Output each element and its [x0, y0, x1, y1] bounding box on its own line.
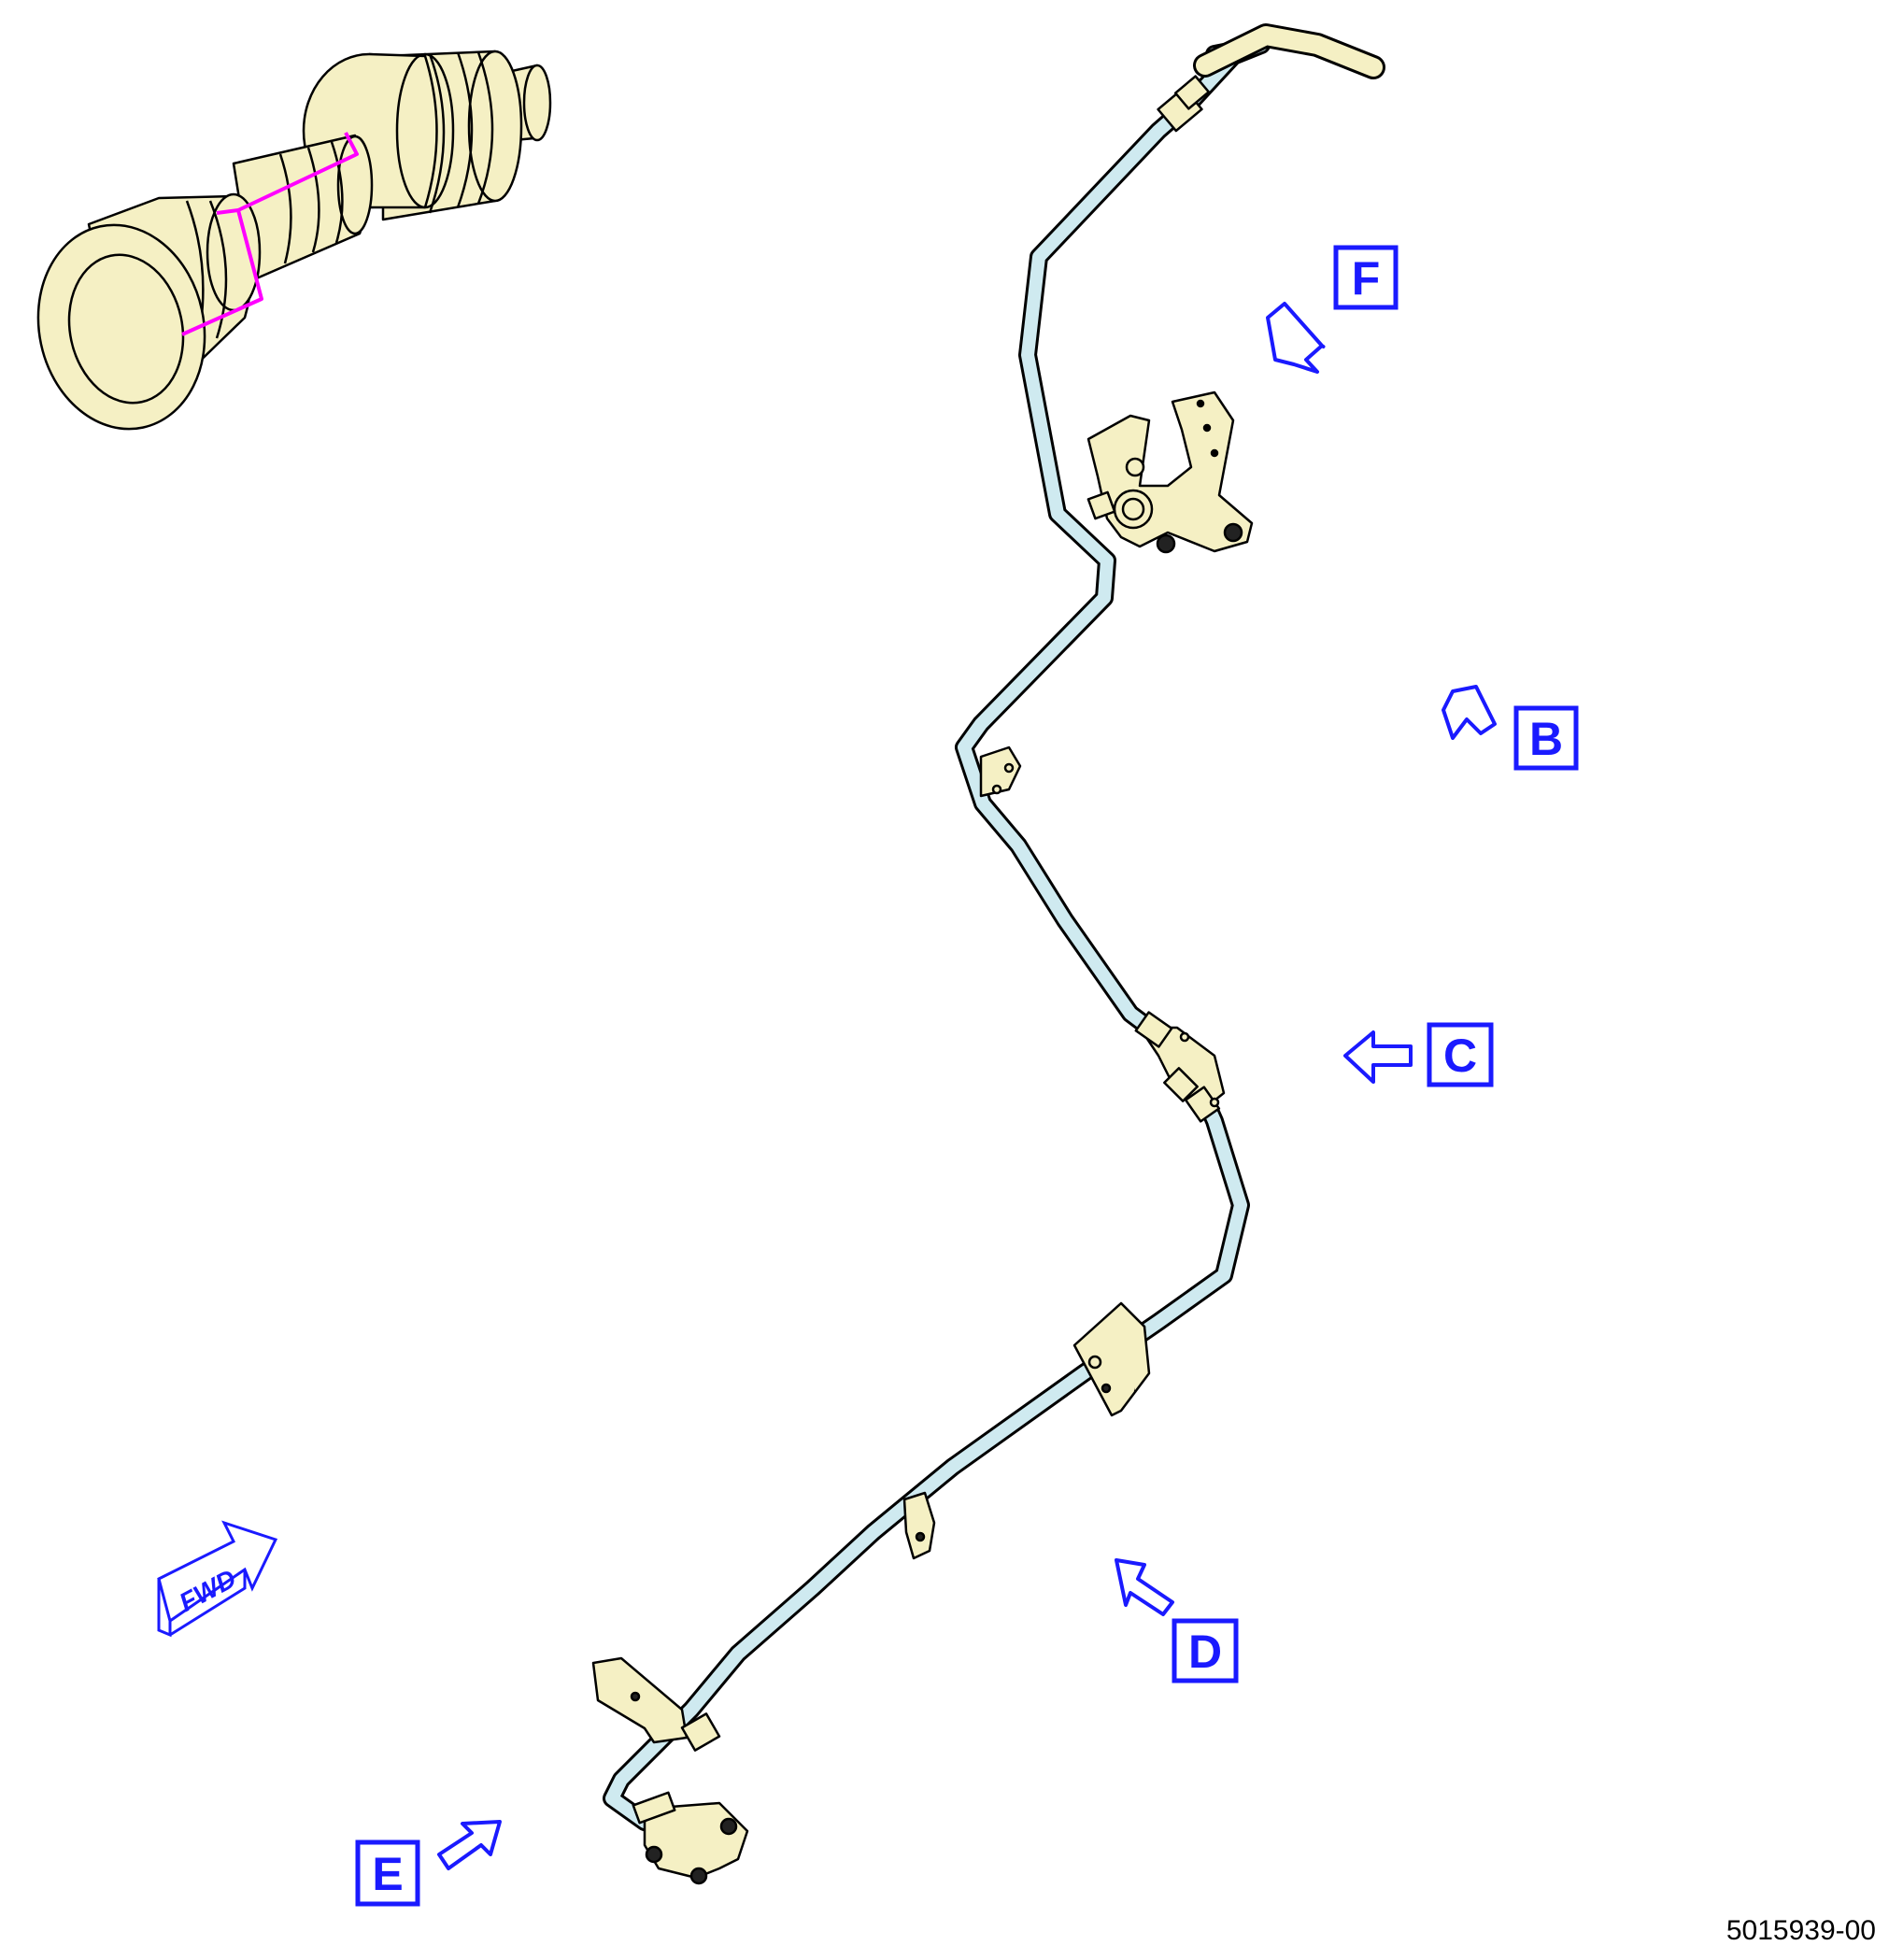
view-label-b: B	[1513, 705, 1579, 771]
upper-mount-bracket	[1087, 391, 1254, 554]
document-number: 5015939-00	[1726, 1915, 1876, 1946]
tube-bracket-lower-large	[1072, 1301, 1151, 1417]
tube-bracket-lower-small	[902, 1491, 936, 1560]
tube-outline	[603, 36, 1271, 1845]
view-label-c: C	[1427, 1022, 1494, 1087]
tube-assembly	[603, 23, 1385, 1845]
tube-end-fitting	[632, 1791, 749, 1885]
tube-clamp-mid	[1134, 1011, 1226, 1123]
engine-overview-icon	[36, 50, 552, 431]
svg-text:F: F	[1352, 252, 1381, 305]
view-label-e: E	[355, 1839, 420, 1907]
view-label-f: F	[1333, 245, 1399, 310]
view-label-d: D	[1172, 1618, 1239, 1683]
view-arrow-c	[1343, 1030, 1413, 1084]
view-arrow-f	[1266, 302, 1326, 374]
svg-text:C: C	[1443, 1030, 1477, 1082]
svg-text:E: E	[372, 1848, 403, 1900]
svg-text:B: B	[1529, 713, 1563, 765]
tube-fill	[605, 38, 1268, 1842]
view-arrow-b	[1442, 685, 1497, 740]
svg-text:D: D	[1188, 1626, 1222, 1678]
view-arrow-d	[1115, 1558, 1174, 1616]
view-arrow-e	[437, 1820, 502, 1870]
tube-bracket-bottom	[591, 1656, 721, 1752]
forward-arrow-icon: FWD	[157, 1520, 278, 1638]
upper-fitting	[1157, 75, 1211, 133]
tube-clamp-upper	[979, 746, 1022, 798]
